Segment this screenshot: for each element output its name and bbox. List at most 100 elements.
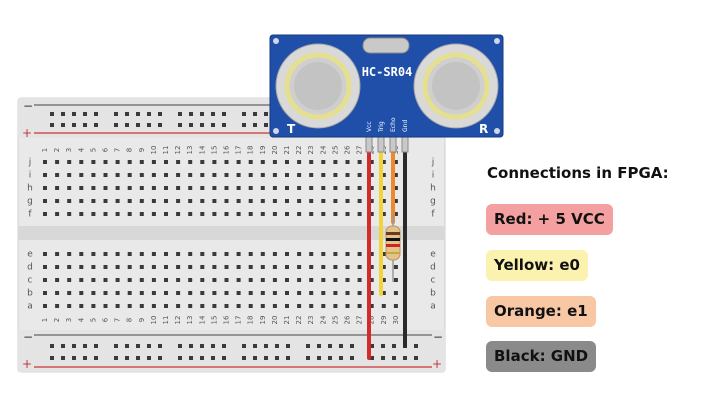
breadboard-hole — [309, 278, 314, 282]
breadboard-hole — [393, 265, 398, 269]
breadboard-hole — [164, 212, 168, 216]
rail-hole — [83, 344, 87, 348]
breadboard-hole — [200, 173, 205, 177]
breadboard-hole — [333, 160, 338, 164]
column-number-bottom: 2 — [53, 318, 61, 322]
resistor — [385, 225, 401, 261]
rail-hole — [61, 112, 65, 116]
pin-gnd — [401, 135, 409, 153]
breadboard-hole — [79, 265, 84, 269]
column-number-top: 5 — [89, 148, 97, 152]
breadboard-hole — [212, 212, 217, 216]
breadboard-hole — [236, 304, 241, 308]
breadboard-hole — [248, 186, 253, 190]
breadboard-hole — [139, 186, 144, 190]
breadboard-hole — [369, 252, 374, 256]
breadboard-hole — [188, 278, 193, 282]
column-number-bottom: 21 — [283, 316, 291, 325]
rail-hole — [381, 356, 385, 360]
breadboard-hole — [272, 252, 277, 256]
breadboard-hole — [309, 265, 314, 269]
breadboard-hole — [369, 265, 374, 269]
breadboard-hole — [43, 186, 47, 190]
breadboard-hole — [357, 265, 362, 269]
breadboard-hole — [260, 212, 265, 216]
legend-title: Connections in FPGA: — [487, 164, 669, 182]
breadboard-hole — [236, 252, 241, 256]
rail-hole — [114, 123, 118, 127]
breadboard-hole — [285, 186, 289, 190]
breadboard-hole — [393, 160, 398, 164]
breadboard-hole — [55, 304, 60, 308]
breadboard-hole — [127, 265, 132, 269]
rail-hole — [253, 356, 257, 360]
breadboard-hole — [285, 252, 289, 256]
breadboard-hole — [381, 186, 386, 190]
breadboard-hole — [212, 278, 217, 282]
breadboard-hole — [115, 278, 120, 282]
breadboard-hole — [188, 304, 193, 308]
breadboard-hole — [55, 265, 60, 269]
breadboard-hole — [224, 173, 229, 177]
pin-trig — [377, 135, 385, 153]
rail-hole — [222, 123, 226, 127]
column-number-top: 8 — [126, 148, 134, 152]
rail-hole — [50, 356, 54, 360]
breadboard-hole — [212, 199, 217, 203]
row-letter-right: i — [432, 171, 435, 181]
breadboard-hole — [79, 199, 84, 203]
breadboard-hole — [321, 304, 326, 308]
breadboard-hole — [381, 278, 386, 282]
rail-hole — [136, 123, 140, 127]
rail-hole — [94, 344, 98, 348]
breadboard-hole — [127, 160, 132, 164]
breadboard-labels: 1122334455667788991010111112121313141415… — [27, 145, 436, 324]
column-number-top: 4 — [77, 147, 85, 152]
breadboard-hole — [297, 291, 302, 295]
column-number-top: 15 — [210, 146, 218, 155]
breadboard-hole — [236, 291, 241, 295]
breadboard-hole — [285, 160, 289, 164]
row-letter-left: e — [27, 250, 33, 260]
rail-hole — [178, 112, 182, 116]
breadboard-hole — [333, 186, 338, 190]
breadboard-hole — [345, 199, 350, 203]
breadboard-hole — [333, 173, 338, 177]
column-number-top: 10 — [150, 146, 158, 155]
breadboard-hole — [333, 278, 338, 282]
column-number-bottom: 20 — [271, 316, 279, 325]
breadboard-hole — [369, 278, 374, 282]
breadboard-hole — [188, 212, 193, 216]
breadboard-hole — [103, 160, 108, 164]
column-number-bottom: 4 — [77, 317, 85, 322]
breadboard-hole — [139, 199, 144, 203]
rail-hole — [339, 356, 343, 360]
rail-hole — [222, 112, 226, 116]
column-number-top: 23 — [307, 146, 315, 155]
breadboard-hole — [55, 278, 60, 282]
breadboard-hole — [272, 265, 277, 269]
breadboard-hole — [139, 173, 144, 177]
breadboard-hole — [151, 212, 156, 216]
breadboard-hole — [115, 212, 120, 216]
rail-hole — [403, 356, 407, 360]
rail-hole — [189, 112, 193, 116]
rail-hole — [94, 112, 98, 116]
breadboard-hole — [127, 304, 132, 308]
rail-hole — [392, 344, 396, 348]
breadboard-hole — [79, 186, 84, 190]
breadboard-hole — [309, 186, 314, 190]
bottom-plus-symbol-left: + — [22, 357, 32, 371]
breadboard-hole — [43, 291, 47, 295]
breadboard-hole — [345, 304, 350, 308]
breadboard-hole — [285, 265, 289, 269]
rail-hole — [72, 344, 76, 348]
breadboard-hole — [272, 304, 277, 308]
breadboard-hole — [67, 186, 72, 190]
breadboard-hole — [67, 173, 72, 177]
breadboard-hole — [79, 173, 84, 177]
bottom-power-rail — [18, 330, 445, 372]
breadboard-hole — [260, 304, 265, 308]
breadboard-hole — [369, 199, 374, 203]
rail-hole — [147, 123, 151, 127]
